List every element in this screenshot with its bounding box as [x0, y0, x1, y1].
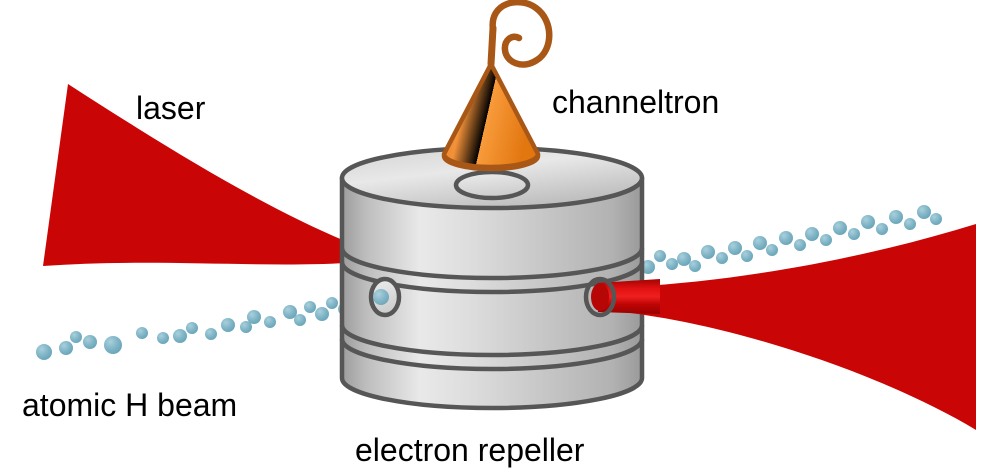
atom-dot-right-4: [689, 260, 701, 272]
channeltron-spiral-icon: [489, 0, 553, 68]
atom-dot-right-0: [641, 260, 655, 274]
atom-dot-right-2: [666, 258, 678, 270]
atomic-beam-dots-right: [641, 205, 942, 274]
atom-dot-left-10: [221, 318, 235, 332]
repeller-seam-1b: [339, 261, 645, 295]
atom-dot-right-21: [917, 205, 931, 219]
atom-dot-left-12: [247, 310, 261, 324]
label-laser: laser: [136, 90, 206, 126]
atom-dot-right-5: [701, 245, 715, 259]
right-aperture-beam-core: [591, 283, 609, 311]
atom-dot-left-13: [264, 316, 276, 328]
atom-dot-right-7: [728, 241, 742, 255]
channeltron-neck: [487, 24, 497, 68]
atom-dot-right-6: [716, 252, 728, 264]
electron-repeller-assembly[interactable]: [339, 145, 645, 411]
atom-dot-right-11: [779, 231, 793, 245]
atom-dot-in-left-aperture: [373, 289, 389, 305]
channeltron-assembly[interactable]: [441, 0, 553, 172]
repeller-seam-2b: [339, 338, 645, 372]
atom-dot-left-11: [240, 321, 252, 333]
atom-dot-right-14: [820, 234, 832, 246]
atom-dot-right-19: [889, 210, 903, 224]
atom-dot-right-13: [805, 227, 819, 241]
atom-dot-right-3: [677, 252, 691, 266]
atom-dot-left-9: [205, 328, 217, 340]
repeller-seam-1: [339, 247, 645, 281]
atom-dot-left-15: [294, 314, 306, 326]
label-atomic-h-beam: atomic H beam: [22, 387, 237, 423]
atom-dot-right-17: [861, 215, 875, 229]
atom-dot-left-14: [283, 305, 297, 319]
atom-dot-left-17: [315, 307, 329, 321]
atom-dot-left-16: [304, 301, 316, 313]
label-channeltron: channeltron: [552, 84, 719, 120]
atom-dot-left-7: [173, 329, 187, 343]
right-aperture-group: [583, 276, 617, 318]
atom-dot-left-1: [59, 341, 73, 355]
atom-dot-left-5: [136, 327, 148, 339]
atom-dot-left-4: [104, 336, 122, 354]
atom-dot-right-16: [848, 228, 860, 240]
atom-dot-right-22: [930, 213, 942, 225]
atom-dot-right-20: [904, 218, 916, 230]
atom-dot-right-9: [753, 236, 767, 250]
right-aperture: [583, 276, 617, 318]
laser-beam-incoming-shape: [43, 84, 345, 266]
atom-dot-left-18: [326, 297, 338, 309]
atom-dot-right-15: [833, 221, 847, 235]
atom-dot-right-10: [766, 244, 778, 256]
atomic-beam-dots-left: [36, 292, 366, 360]
atom-dot-left-2: [70, 331, 82, 343]
atom-dot-right-8: [741, 250, 753, 262]
atom-dot-left-0: [36, 344, 52, 360]
atom-dot-right-12: [794, 239, 806, 251]
left-aperture-group: [368, 276, 402, 318]
atom-dot-right-1: [654, 250, 666, 262]
atom-dot-left-8: [186, 322, 198, 334]
laser-beam-incoming: [43, 84, 345, 266]
atom-dot-left-6: [157, 332, 169, 344]
label-electron-repeller: electron repeller: [355, 432, 585, 468]
laser-beam-outgoing-shape: [598, 224, 976, 430]
channeltron-cone: [441, 61, 541, 170]
top-aperture: [453, 169, 531, 201]
atom-dot-left-3: [83, 335, 97, 349]
atom-dot-right-18: [876, 223, 888, 235]
repeller-seam-2: [339, 324, 645, 358]
